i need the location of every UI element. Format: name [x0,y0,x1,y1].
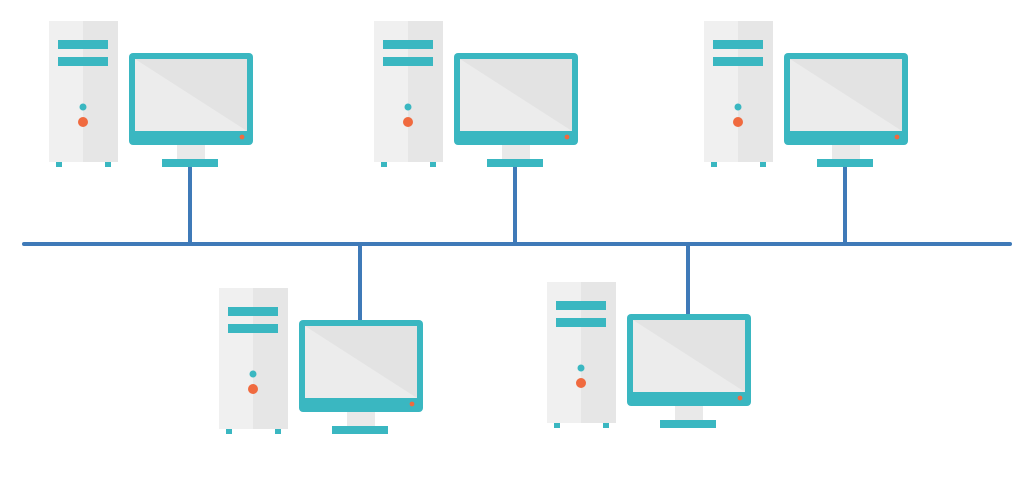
tower-foot-right [105,162,111,167]
screen-glare [633,320,745,392]
tower-foot-left [711,162,717,167]
monitor-icon [129,53,253,167]
drive-bay-2 [58,57,108,66]
monitor-base [162,159,218,167]
computer-tower-icon [374,21,443,167]
computer-tower-icon [547,282,616,428]
monitor-icon [627,314,751,428]
workstations [49,21,908,434]
workstation-2 [374,21,578,167]
workstation-4 [219,288,423,434]
power-led [249,370,257,378]
power-led [404,103,412,111]
monitor-neck [832,145,860,159]
tower-foot-right [430,162,436,167]
monitor-power-led [894,134,900,140]
drive-bay-2 [383,57,433,66]
drive-bay-2 [228,324,278,333]
monitor-base [817,159,873,167]
power-button [248,384,258,394]
tower-foot-right [275,429,281,434]
monitor-power-led [564,134,570,140]
power-led [79,103,87,111]
monitor-neck [502,145,530,159]
computer-tower-icon [49,21,118,167]
workstation-3 [704,21,908,167]
drive-bay-1 [383,40,433,49]
power-led [577,364,585,372]
tower-foot-left [554,423,560,428]
drive-bay-1 [556,301,606,310]
screen-glare [790,59,902,131]
tower-foot-right [760,162,766,167]
computer-tower-icon [219,288,288,434]
monitor-icon [784,53,908,167]
monitor-icon [454,53,578,167]
tower-foot-left [226,429,232,434]
network-links [188,167,847,320]
computer-tower-icon [704,21,773,167]
tower-foot-left [381,162,387,167]
drive-bay-1 [713,40,763,49]
power-led [734,103,742,111]
drive-bay-2 [713,57,763,66]
monitor-neck [675,406,703,420]
monitor-base [487,159,543,167]
drive-bay-2 [556,318,606,327]
power-button [78,117,88,127]
monitor-power-led [409,401,415,407]
tower-foot-right [603,423,609,428]
tower-foot-left [56,162,62,167]
screen-glare [460,59,572,131]
monitor-base [332,426,388,434]
monitor-neck [347,412,375,426]
drive-bay-1 [228,307,278,316]
power-button [733,117,743,127]
drive-bay-1 [58,40,108,49]
power-button [403,117,413,127]
workstation-1 [49,21,253,167]
monitor-neck [177,145,205,159]
monitor-power-led [737,395,743,401]
monitor-icon [299,320,423,434]
monitor-power-led [239,134,245,140]
screen-glare [135,59,247,131]
workstation-5 [547,282,751,428]
monitor-base [660,420,716,428]
power-button [576,378,586,388]
screen-glare [305,326,417,398]
